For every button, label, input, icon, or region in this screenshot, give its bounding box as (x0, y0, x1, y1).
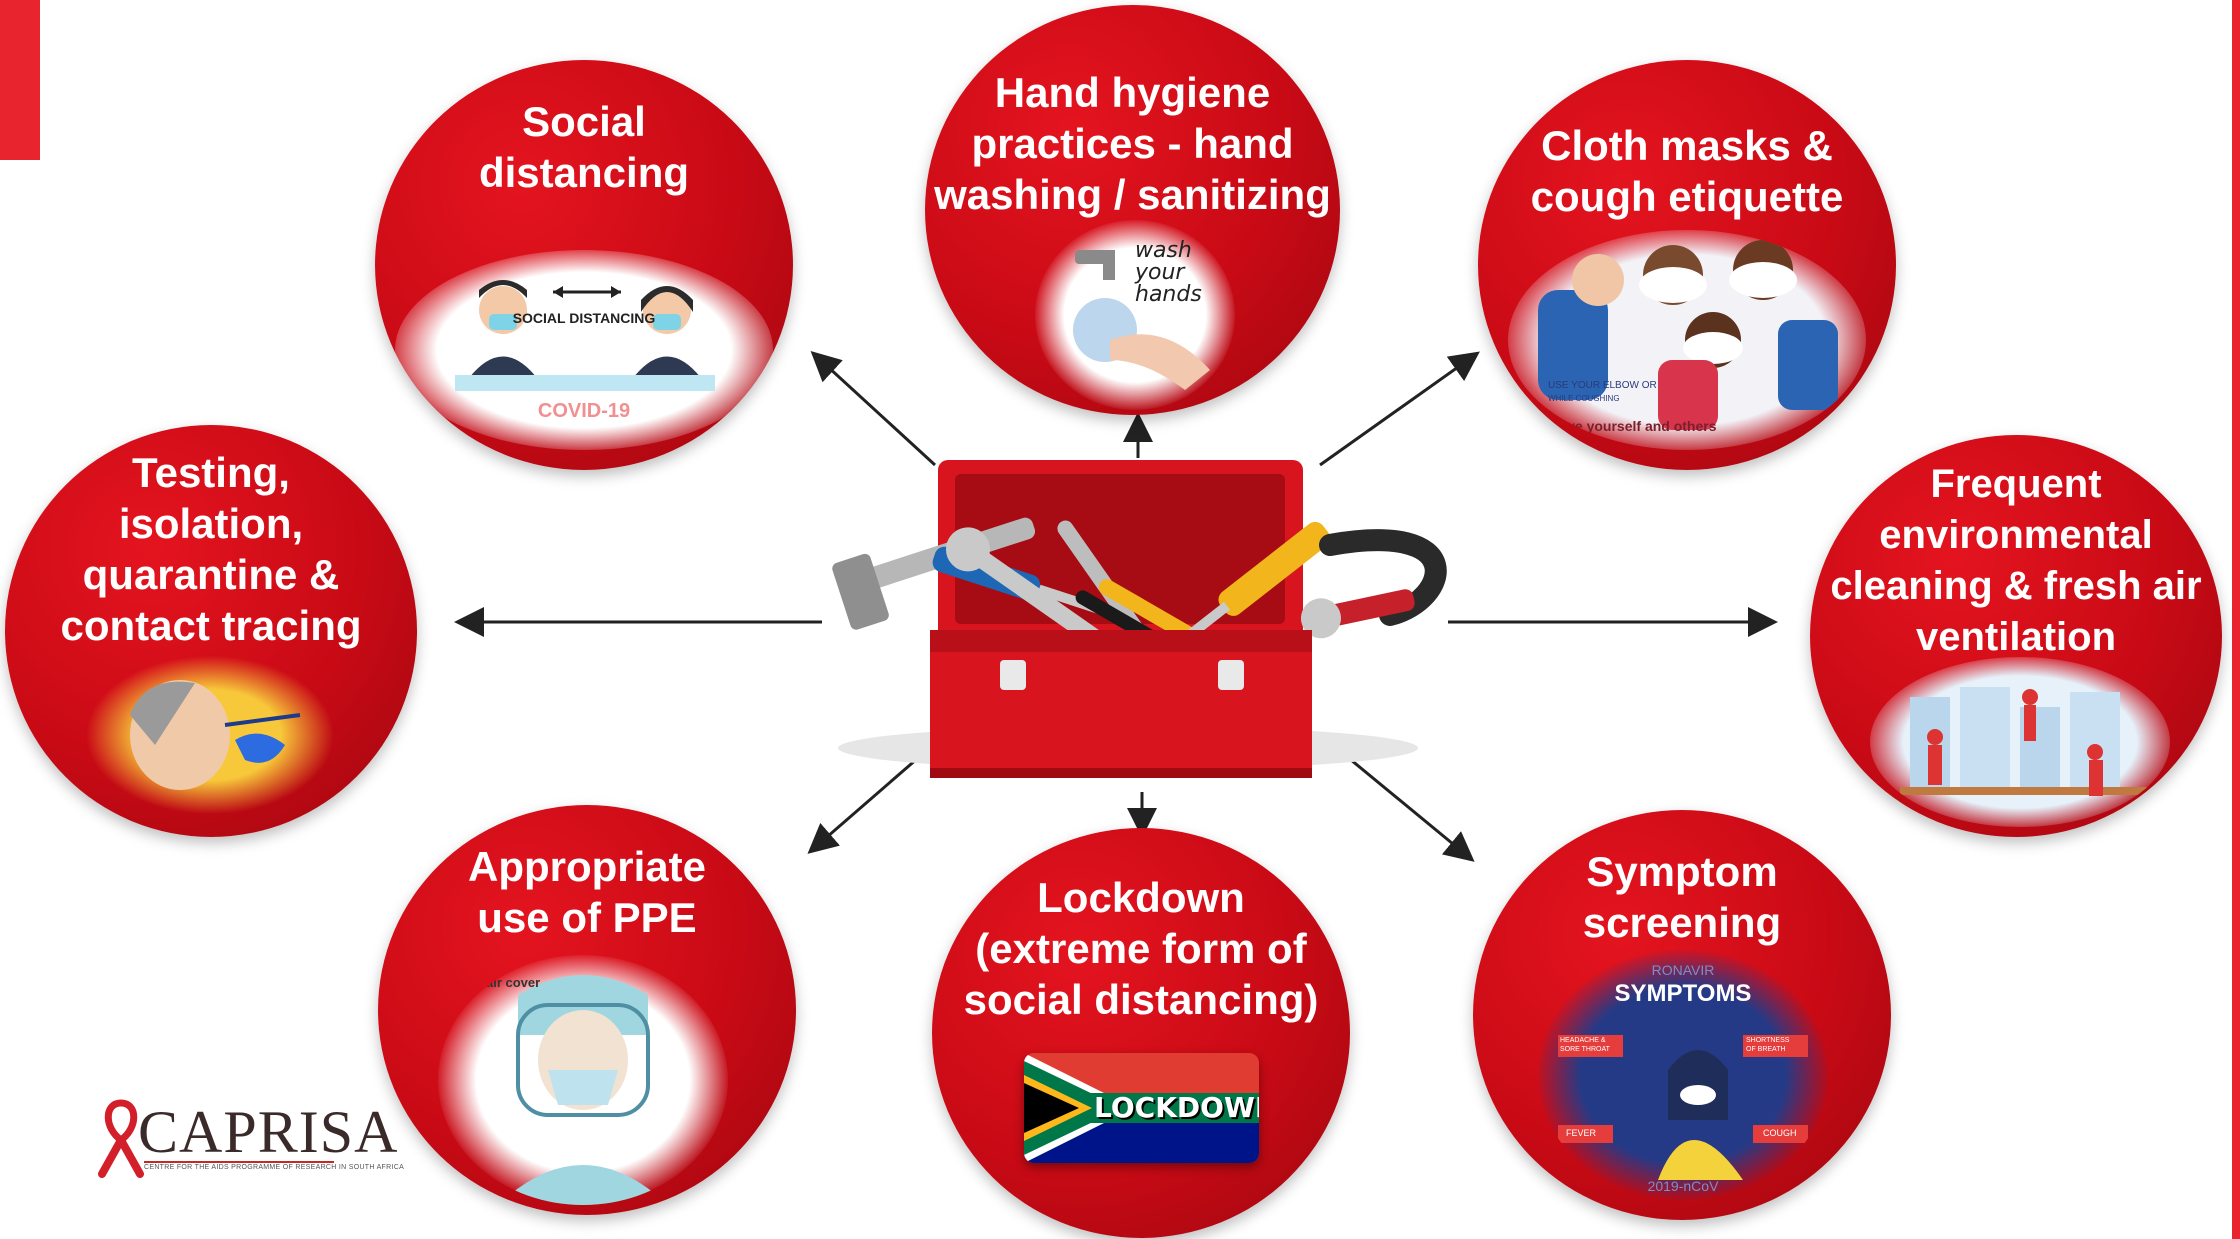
lockdown-flag-icon: LOCKDOWN! (1024, 1053, 1259, 1163)
cleaning-illustration (1870, 657, 2170, 827)
node-testing: Testing, isolation, quarantine & contact… (5, 425, 417, 837)
lockdown-banner: LOCKDOWN! (1094, 1091, 1259, 1124)
social-distancing-banner: SOCIAL DISTANCING (512, 310, 656, 326)
logo-word: CAPRISA (138, 1099, 399, 1165)
node-title: Testing, isolation, quarantine & contact… (60, 449, 362, 649)
node-title: Cloth masks & cough etiquette (1530, 122, 1844, 220)
mask-caption-2: WHILE COUGHING (1548, 394, 1620, 403)
node-environmental: Frequent environmental cleaning & fresh … (1810, 435, 2222, 837)
symptom-poster: RONAVIR SYMPTOMS HEADACHE & SORE THROAT … (1538, 950, 1828, 1200)
node-title: Appropriate use of PPE (467, 843, 706, 941)
cloth-masks-illustration: USE YOUR ELBOW OR WHILE COUGHING Save yo… (1508, 230, 1866, 450)
node-title: Frequent environmental cleaning & fresh … (1830, 462, 2202, 659)
logo-rule (144, 1161, 334, 1163)
mask-caption-3: Save yourself and others (1550, 418, 1717, 434)
node-lockdown: Lockdown (extreme form of social distanc… (932, 828, 1350, 1238)
node-ppe: Appropriate use of PPE air cover (378, 805, 796, 1215)
node-title: Hand hygiene practices - hand washing / … (934, 69, 1331, 218)
accent-bar-right (2232, 0, 2240, 1239)
node-title: Lockdown (extreme form of social distanc… (963, 874, 1319, 1023)
node-symptom: Symptom screening RONAVIR SYMPTOMS HEADA… (1473, 810, 1891, 1220)
caprisa-logo: CAPRISA CENTRE FOR THE AIDS PROGRAMME OF… (96, 1098, 404, 1178)
poster-heading: SYMPTOMS (1614, 980, 1752, 1007)
poster-label-headache: HEADACHE & SORE THROAT (1560, 1037, 1610, 1053)
accent-bar-top (0, 0, 40, 160)
mask-caption-1: USE YOUR ELBOW OR (1548, 380, 1657, 391)
ppe-illustration: air cover (438, 955, 728, 1205)
node-social-distancing: Social distancing SOCIAL DISTANCING COVI… (375, 60, 793, 470)
covid-caption: COVID-19 (537, 400, 631, 422)
logo-subtitle: CENTRE FOR THE AIDS PROGRAMME OF RESEARC… (144, 1164, 405, 1171)
ppe-label: air cover (486, 975, 541, 990)
node-title: Social distancing (478, 98, 690, 196)
swab-test-illustration (85, 655, 335, 815)
poster-label-fever: FEVER (1566, 1128, 1597, 1138)
node-cloth-masks: Cloth masks & cough etiquette USE YOUR E… (1478, 60, 1896, 470)
red-ribbon-icon (98, 1099, 144, 1178)
poster-bottom-text: 2019-nCoV (1647, 1178, 1719, 1194)
node-title: Symptom screening (1582, 848, 1782, 946)
node-hand-hygiene: Hand hygiene practices - hand washing / … (925, 5, 1340, 415)
poster-label-cough: COUGH (1763, 1128, 1797, 1138)
hand-washing-illustration: wash your hands (1035, 220, 1235, 410)
social-distancing-illustration: SOCIAL DISTANCING COVID-19 (395, 250, 773, 450)
poster-label-breath: SHORTNESS OF BREATH (1746, 1037, 1790, 1053)
wash-hands-sign: wash your hands (1135, 238, 1202, 307)
poster-top-text: RONAVIR (1651, 962, 1715, 978)
